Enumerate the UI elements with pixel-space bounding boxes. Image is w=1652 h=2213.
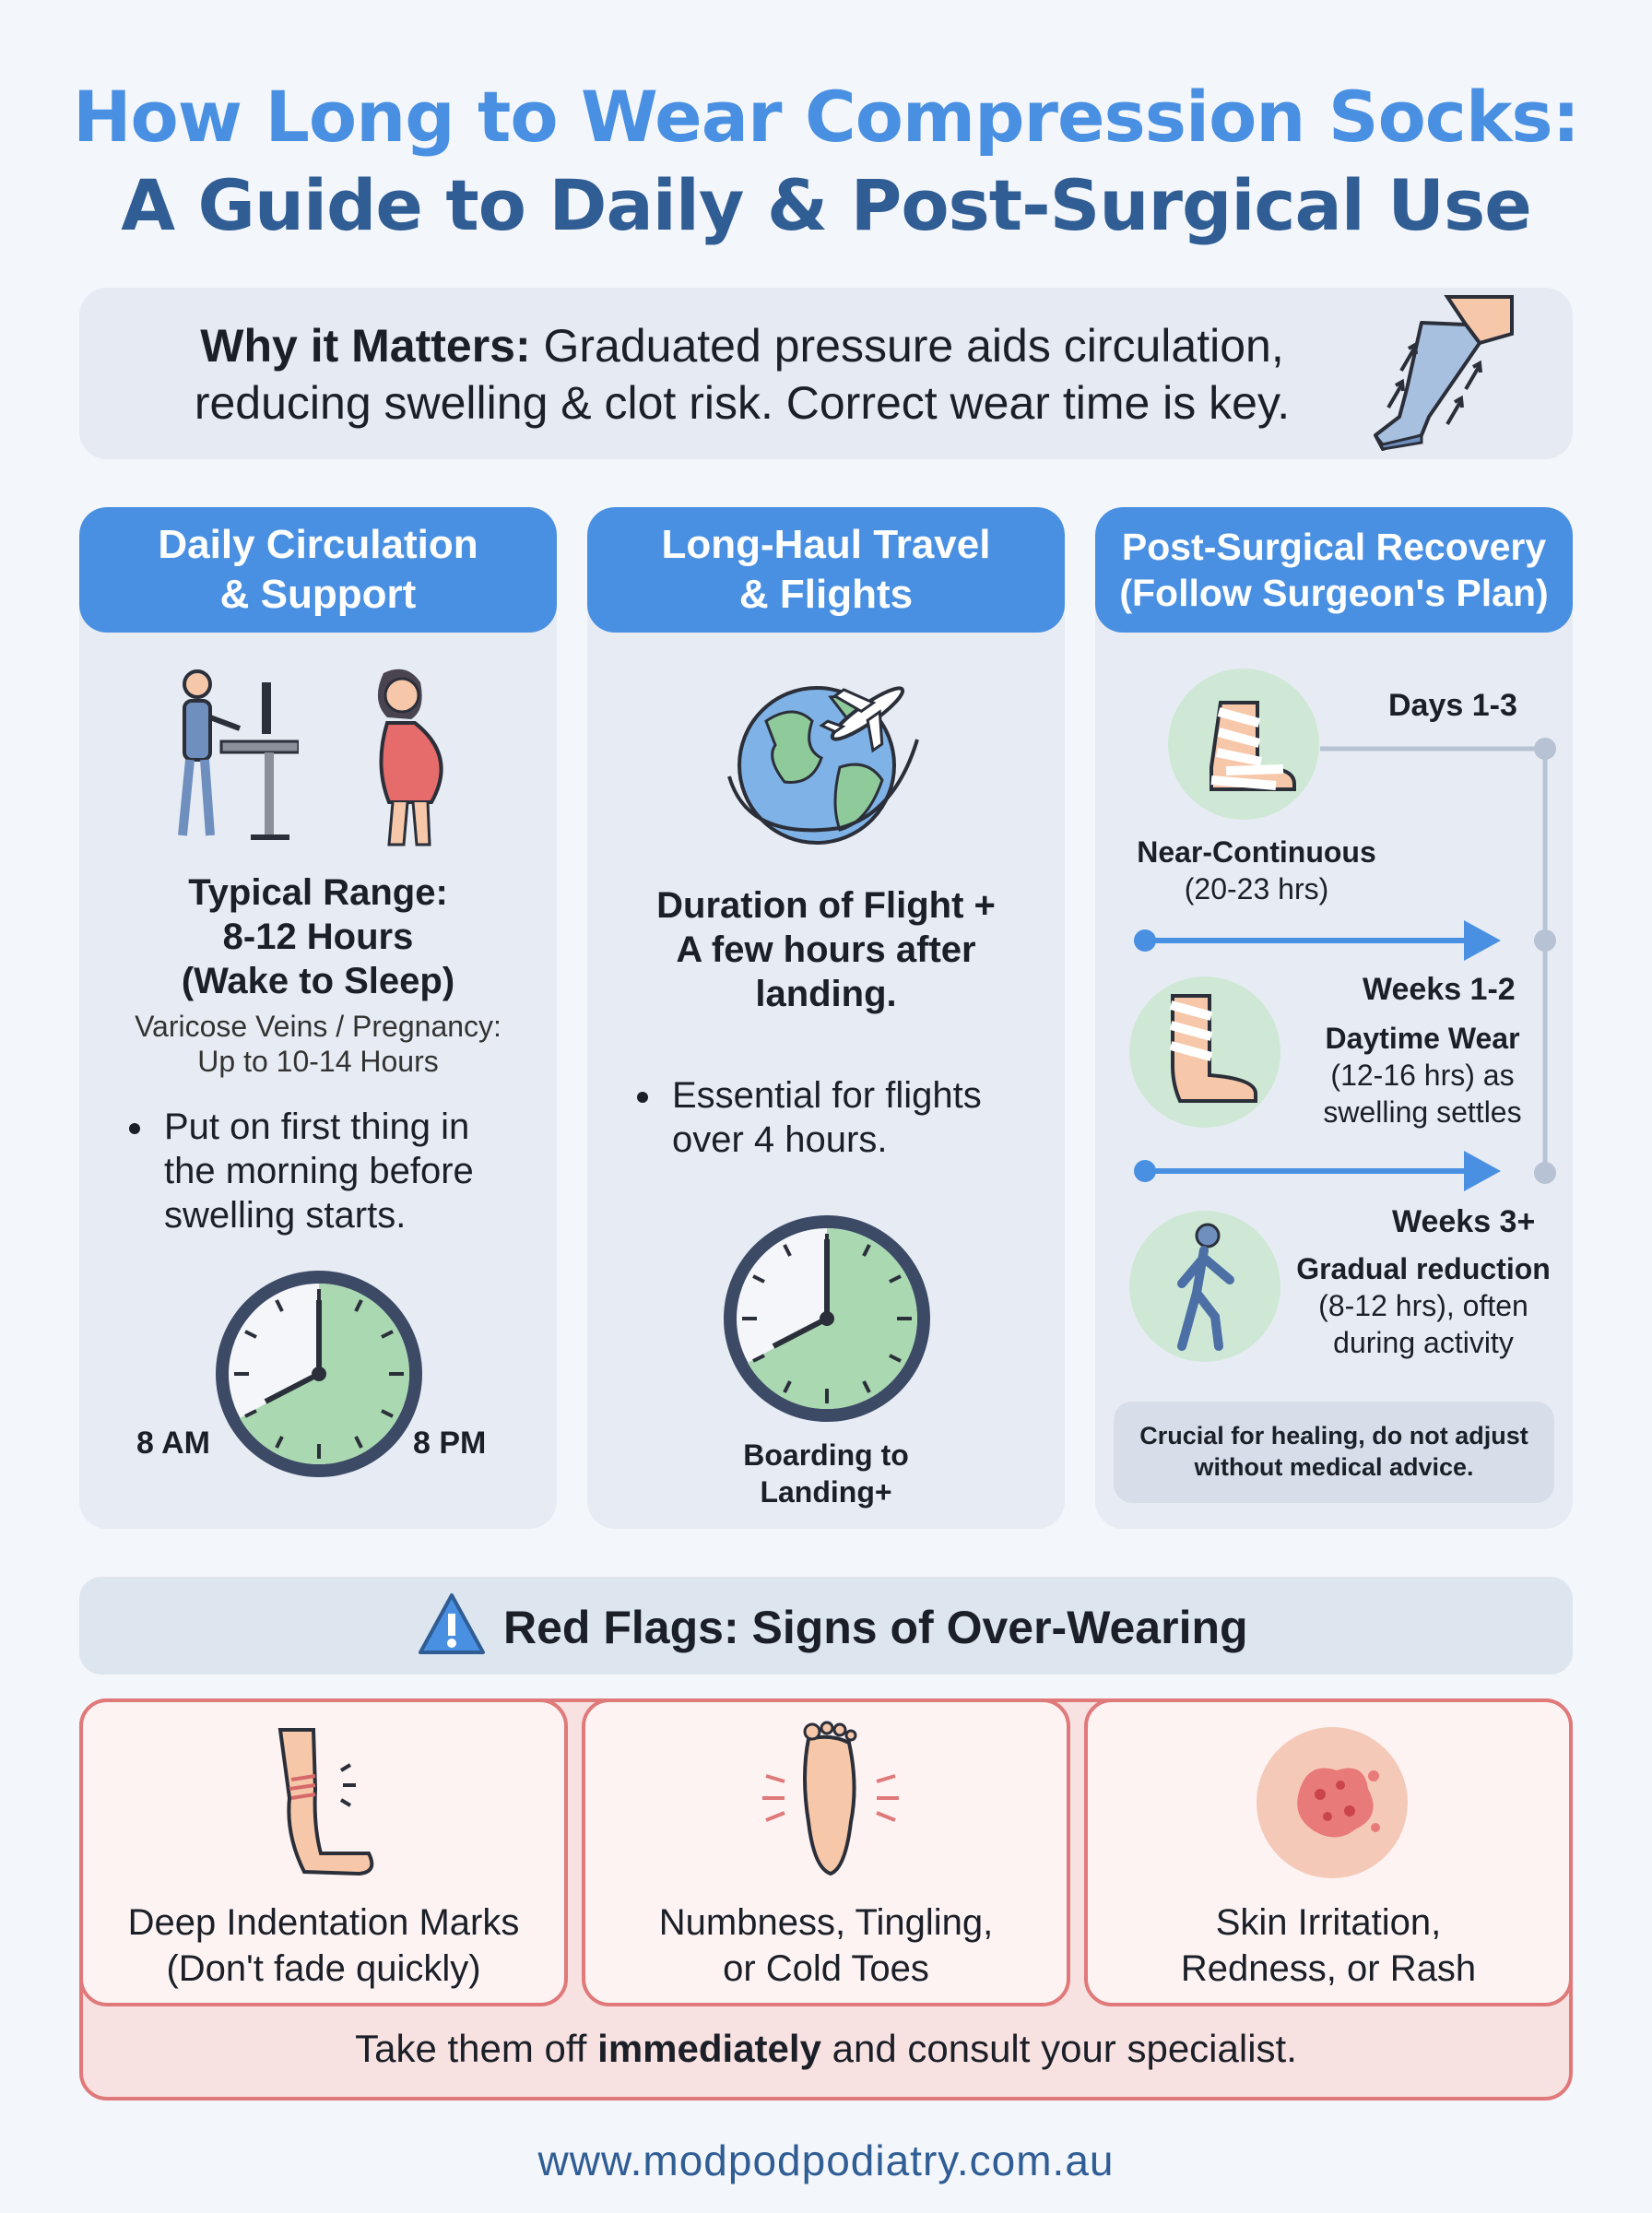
stage3-text: Gradual reduction (8-12 hrs), often duri… bbox=[1276, 1250, 1571, 1361]
daily-note-line1: Varicose Veins / Pregnancy: bbox=[135, 1010, 502, 1043]
daily-range-line3: (Wake to Sleep) bbox=[181, 961, 455, 1001]
tingling-foot-icon bbox=[762, 1721, 899, 1876]
daily-range-line2: 8-12 Hours bbox=[222, 917, 414, 957]
post-surgical-column: Post-Surgical Recovery (Follow Surgeon's… bbox=[1095, 507, 1573, 1529]
leg-marks-icon bbox=[277, 1728, 374, 1876]
post-note-line1: Crucial for healing, do not adjust bbox=[1139, 1422, 1528, 1450]
travel-column: Long-Haul Travel & Flights Duration of F… bbox=[587, 507, 1065, 1529]
daily-range-line1: Typical Range: bbox=[188, 872, 448, 913]
recovery-timeline bbox=[1134, 738, 1556, 1191]
stage1-detail: (20-23 hrs) bbox=[1184, 872, 1329, 905]
post-header: Post-Surgical Recovery (Follow Surgeon's… bbox=[1095, 507, 1573, 633]
daily-heading-line2: & Support bbox=[219, 572, 417, 617]
footer-bold: immediately bbox=[597, 2027, 821, 2070]
daily-bullet-text: Put on first thing in the morning before… bbox=[164, 1106, 474, 1236]
warning-icon bbox=[419, 1593, 485, 1654]
indentation-label: Deep Indentation Marks (Don't fade quick… bbox=[83, 1899, 564, 1992]
post-note: Crucial for healing, do not adjust witho… bbox=[1114, 1402, 1554, 1503]
rash-icon bbox=[1257, 1727, 1408, 1878]
sock-leg-icon bbox=[1374, 295, 1514, 451]
stage2-title: Daytime Wear bbox=[1325, 1022, 1520, 1055]
why-label: Why it Matters: bbox=[200, 320, 531, 372]
travel-duration-line3: landing. bbox=[755, 974, 897, 1014]
red-flags-bar bbox=[79, 1577, 1573, 1675]
walking-person-icon bbox=[1129, 1211, 1280, 1362]
travel-heading-line1: Long-Haul Travel bbox=[661, 522, 991, 567]
post-heading-line1: Post-Surgical Recovery bbox=[1121, 526, 1547, 568]
daily-heading-line1: Daily Circulation bbox=[158, 522, 478, 567]
clock-start-label: 8 AM bbox=[136, 1426, 210, 1461]
clock-icon bbox=[724, 1215, 930, 1422]
numbness-label-line2: or Cold Toes bbox=[723, 1948, 929, 1989]
travel-duration-line2: A few hours after bbox=[676, 929, 976, 970]
why-it-matters-text: Why it Matters: Graduated pressure aids … bbox=[129, 317, 1355, 432]
red-flag-card-numbness: Numbness, Tingling, or Cold Toes bbox=[582, 1698, 1070, 2006]
daily-header: Daily Circulation & Support bbox=[79, 507, 557, 633]
stage1-text: Near-Continuous (20-23 hrs) bbox=[1095, 834, 1418, 907]
travel-clock-label-line2: Landing+ bbox=[760, 1475, 892, 1509]
indentation-label-line1: Deep Indentation Marks bbox=[127, 1902, 520, 1943]
clock-end-label: 8 PM bbox=[413, 1426, 487, 1461]
daily-note: Varicose Veins / Pregnancy: Up to 10-14 … bbox=[79, 1009, 557, 1079]
red-flags-footer: Take them off immediately and consult yo… bbox=[79, 2027, 1573, 2071]
travel-duration-line1: Duration of Flight + bbox=[656, 885, 996, 926]
daily-bullet: Put on first thing in the morning before… bbox=[129, 1105, 516, 1237]
stage2-period: Weeks 1-2 bbox=[1363, 972, 1516, 1007]
stage3-detail-line2: during activity bbox=[1333, 1326, 1514, 1359]
why-it-matters-panel bbox=[79, 288, 1573, 459]
daily-range: Typical Range: 8-12 Hours (Wake to Sleep… bbox=[79, 870, 557, 1003]
travel-clock-label-line1: Boarding to bbox=[743, 1438, 909, 1472]
bullet-dot bbox=[637, 1092, 648, 1103]
pregnant-woman-icon bbox=[377, 669, 443, 846]
stage2-detail-line1: (12-16 hrs) as bbox=[1330, 1059, 1515, 1092]
irritation-label-line1: Skin Irritation, bbox=[1215, 1902, 1442, 1943]
irritation-label-line2: Redness, or Rash bbox=[1180, 1948, 1477, 1989]
irritation-label: Skin Irritation, Redness, or Rash bbox=[1088, 1899, 1569, 1992]
standing-desk-icon bbox=[178, 669, 299, 840]
bandaged-leg-icon bbox=[1129, 976, 1280, 1128]
stage3-detail-line1: (8-12 hrs), often bbox=[1318, 1289, 1528, 1322]
numbness-label: Numbness, Tingling, or Cold Toes bbox=[585, 1899, 1067, 1992]
stage1-title: Near-Continuous bbox=[1137, 835, 1376, 869]
travel-heading-line2: & Flights bbox=[738, 572, 914, 617]
red-flag-card-indentation: Deep Indentation Marks (Don't fade quick… bbox=[79, 1698, 568, 2006]
travel-bullet-text: Essential for flights over 4 hours. bbox=[672, 1075, 982, 1160]
indentation-label-line2: (Don't fade quickly) bbox=[166, 1948, 481, 1989]
daily-note-line2: Up to 10-14 Hours bbox=[197, 1045, 439, 1078]
bandaged-foot-icon bbox=[1168, 669, 1319, 820]
red-flag-card-irritation: Skin Irritation, Redness, or Rash bbox=[1084, 1698, 1573, 2006]
stage3-title: Gradual reduction bbox=[1296, 1252, 1551, 1285]
globe-plane-icon bbox=[727, 686, 919, 845]
travel-bullet: Essential for flights over 4 hours. bbox=[637, 1073, 1024, 1162]
stage1-period: Days 1-3 bbox=[1388, 688, 1517, 723]
post-heading-line2: (Follow Surgeon's Plan) bbox=[1119, 572, 1549, 614]
numbness-label-line1: Numbness, Tingling, bbox=[658, 1902, 994, 1943]
page-title-line2: A Guide to Daily & Post-Surgical Use bbox=[121, 164, 1532, 246]
travel-clock-label: Boarding to Landing+ bbox=[587, 1437, 1065, 1510]
stage2-text: Daytime Wear (12-16 hrs) as swelling set… bbox=[1280, 1020, 1565, 1130]
bullet-dot bbox=[129, 1123, 140, 1134]
stage2-detail-line2: swelling settles bbox=[1323, 1095, 1522, 1129]
travel-duration: Duration of Flight + A few hours after l… bbox=[587, 883, 1065, 1016]
daily-column: Daily Circulation & Support Typical Rang… bbox=[79, 507, 557, 1529]
why-body: Graduated pressure aids circulation, red… bbox=[194, 320, 1291, 429]
page-title-line1: How Long to Wear Compression Socks: bbox=[72, 76, 1580, 158]
footer-post: and consult your specialist. bbox=[820, 2027, 1297, 2070]
website-url[interactable]: www.modpodpodiatry.com.au bbox=[537, 2136, 1115, 2184]
red-flags-title: Red Flags: Signs of Over-Wearing bbox=[503, 1602, 1248, 1653]
footer-pre: Take them off bbox=[355, 2027, 598, 2070]
stage3-period: Weeks 3+ bbox=[1392, 1204, 1536, 1239]
clock-icon bbox=[216, 1271, 422, 1477]
post-note-line2: without medical advice. bbox=[1194, 1453, 1474, 1481]
travel-header: Long-Haul Travel & Flights bbox=[587, 507, 1065, 633]
